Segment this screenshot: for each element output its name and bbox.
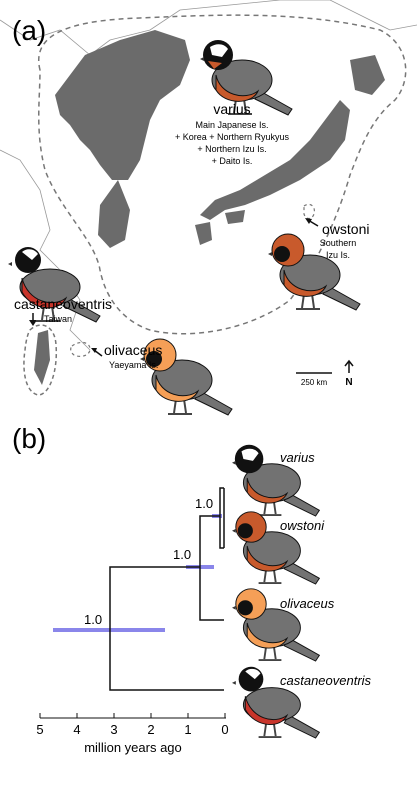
tree-owstoni-bird bbox=[232, 511, 321, 585]
varius-label: varius bbox=[213, 101, 250, 117]
castaneoventris-bird-illustration bbox=[8, 247, 101, 323]
time-axis bbox=[39, 713, 226, 719]
axis-tick-1: 1 bbox=[184, 722, 191, 737]
north-arrow-icon bbox=[344, 359, 354, 373]
varius-range-3: + Northern Izu Is. bbox=[197, 144, 266, 154]
axis-tick-4: 4 bbox=[73, 722, 80, 737]
axis-label: million years ago bbox=[84, 740, 182, 755]
scale-bar-label: 250 km bbox=[301, 378, 328, 387]
axis-tick-3: 3 bbox=[110, 722, 117, 737]
varius-range-4: + Daito Is. bbox=[212, 156, 253, 166]
tree-label-varius: varius bbox=[280, 450, 315, 465]
owstoni-range-1: Southern bbox=[320, 238, 357, 248]
china-coast bbox=[0, 149, 91, 351]
taiwan-range-outline bbox=[23, 324, 58, 396]
varius-bird-illustration bbox=[200, 40, 293, 116]
owstoni-range-2: Izu Is. bbox=[326, 250, 350, 260]
node-support-2: 1.0 bbox=[173, 547, 191, 562]
varius-range-2: + Korea + Northern Ryukyus bbox=[175, 132, 290, 142]
tree-label-owstoni: owstoni bbox=[280, 518, 325, 533]
node-support-root: 1.0 bbox=[84, 612, 102, 627]
tree-label-olivaceus: olivaceus bbox=[280, 596, 335, 611]
korea-land bbox=[55, 30, 190, 180]
tree-varius-bird bbox=[232, 444, 321, 517]
tree-label-castaneoventris: castaneoventris bbox=[280, 673, 372, 688]
axis-tick-2: 2 bbox=[147, 722, 154, 737]
tree-castaneoventris-bird bbox=[232, 666, 321, 739]
shikoku bbox=[225, 210, 245, 224]
axis-tick-5: 5 bbox=[36, 722, 43, 737]
north-label: N bbox=[345, 377, 352, 388]
map-panel-a bbox=[0, 0, 417, 396]
honshu bbox=[200, 100, 350, 220]
owstoni-bird-illustration bbox=[268, 233, 361, 311]
olivaceus-label: olivaceus bbox=[104, 342, 162, 358]
olivaceus-range: Yaeyama Is. bbox=[109, 360, 158, 370]
izu-range-outline bbox=[303, 203, 315, 220]
tree-olivaceus-bird bbox=[232, 588, 321, 662]
korea-peninsula bbox=[98, 180, 130, 248]
castaneoventris-range: Taiwan bbox=[44, 314, 72, 324]
varius-range-1: Main Japanese Is. bbox=[195, 120, 268, 130]
owstoni-label: owstoni bbox=[322, 221, 369, 237]
node-support-3: 1.0 bbox=[195, 496, 213, 511]
tree-branches bbox=[109, 487, 225, 691]
kyushu bbox=[195, 222, 212, 245]
taiwan-land bbox=[34, 330, 50, 385]
olivaceus-bird-illustration bbox=[140, 338, 233, 416]
phylogeny-panel-b bbox=[39, 487, 226, 719]
axis-tick-0: 0 bbox=[221, 722, 228, 737]
coastline bbox=[0, 0, 417, 56]
yaeyama-range-outline bbox=[70, 341, 91, 357]
panel-a-label: (a) bbox=[12, 15, 46, 46]
castaneoventris-label: castaneoventris bbox=[14, 296, 112, 312]
panel-b-label: (b) bbox=[12, 423, 46, 454]
hpd-bar-root bbox=[53, 628, 165, 632]
hokkaido bbox=[350, 55, 385, 95]
